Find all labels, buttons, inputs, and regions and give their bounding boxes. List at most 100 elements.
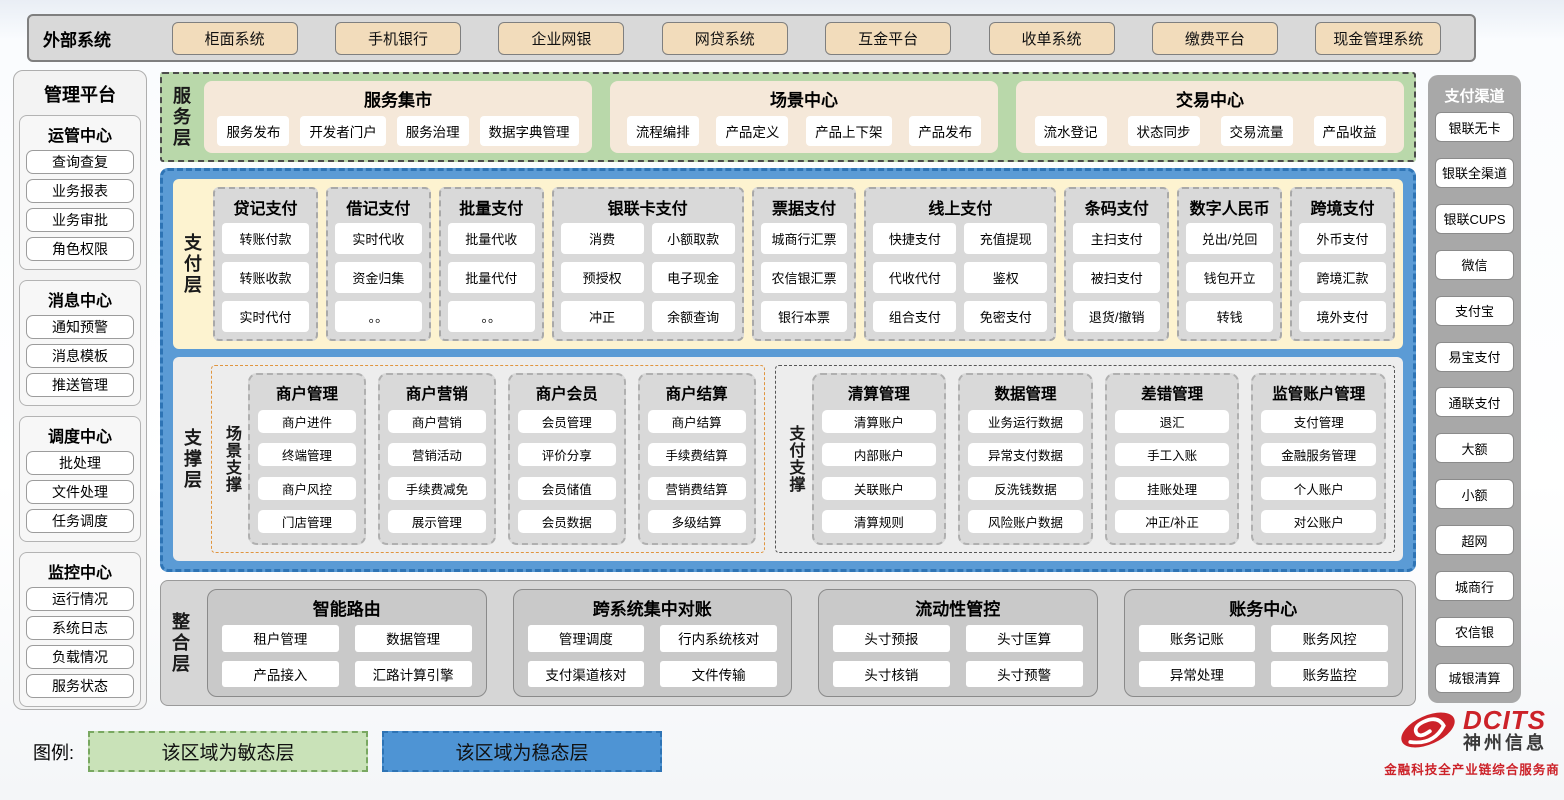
service-item-button[interactable]: 开发者门户 (300, 116, 386, 146)
mgmt-item-button[interactable]: 业务报表 (26, 179, 134, 203)
payment-item-button[interactable]: 实时代收 (334, 223, 422, 254)
payment-item-button[interactable]: 境外支付 (1299, 301, 1386, 332)
support-item-button[interactable]: 手续费结算 (647, 443, 746, 467)
support-item-button[interactable]: 营销费结算 (647, 476, 746, 500)
support-item-button[interactable]: 清算账户 (821, 410, 937, 434)
external-system-button[interactable]: 手机银行 (335, 21, 462, 55)
mgmt-item-button[interactable]: 通知预警 (26, 315, 134, 339)
payment-item-button[interactable]: 快捷支付 (873, 223, 957, 254)
channel-button[interactable]: 超网 (1435, 525, 1514, 556)
service-item-button[interactable]: 产品收益 (1313, 116, 1386, 146)
support-item-button[interactable]: 支付管理 (1261, 410, 1377, 434)
payment-item-button[interactable]: 代收代付 (873, 262, 957, 293)
payment-item-button[interactable]: 批量代付 (447, 262, 535, 293)
support-item-button[interactable]: 内部账户 (821, 443, 937, 467)
external-system-button[interactable]: 柜面系统 (171, 21, 298, 55)
support-item-button[interactable]: 手工入账 (1114, 443, 1230, 467)
support-item-button[interactable]: 商户结算 (647, 410, 746, 434)
service-item-button[interactable]: 产品定义 (716, 116, 789, 146)
payment-item-button[interactable]: 银行本票 (760, 301, 848, 332)
payment-item-button[interactable]: 转账收款 (222, 262, 309, 293)
payment-item-button[interactable]: 电子现金 (651, 262, 735, 293)
mgmt-item-button[interactable]: 文件处理 (26, 480, 134, 504)
external-system-button[interactable]: 互金平台 (825, 21, 952, 55)
channel-button[interactable]: 城银清算 (1435, 662, 1514, 693)
service-item-button[interactable]: 状态同步 (1127, 116, 1200, 146)
integration-item-button[interactable]: 支付渠道核对 (527, 660, 645, 687)
support-item-button[interactable]: 个人账户 (1261, 476, 1377, 500)
support-item-button[interactable]: 营销活动 (387, 443, 486, 467)
external-system-button[interactable]: 企业网银 (498, 21, 625, 55)
payment-item-button[interactable]: 转钱 (1186, 301, 1274, 332)
service-item-button[interactable]: 产品发布 (909, 116, 982, 146)
mgmt-item-button[interactable]: 任务调度 (26, 509, 134, 533)
support-item-button[interactable]: 商户进件 (258, 410, 356, 434)
support-item-button[interactable]: 冲正/补正 (1114, 509, 1230, 533)
support-item-button[interactable]: 商户营销 (387, 410, 486, 434)
support-item-button[interactable]: 反洗钱数据 (968, 476, 1083, 500)
mgmt-item-button[interactable]: 查询查复 (26, 150, 134, 174)
integration-item-button[interactable]: 异常处理 (1138, 660, 1256, 687)
service-item-button[interactable]: 流水登记 (1034, 116, 1107, 146)
payment-item-button[interactable]: 城商行汇票 (760, 223, 848, 254)
mgmt-item-button[interactable]: 消息模板 (26, 344, 134, 368)
integration-item-button[interactable]: 租户管理 (222, 625, 339, 652)
external-system-button[interactable]: 现金管理系统 (1315, 21, 1442, 55)
payment-item-button[interactable]: 被扫支付 (1073, 262, 1161, 293)
channel-button[interactable]: 支付宝 (1435, 295, 1514, 326)
channel-button[interactable]: 小额 (1435, 479, 1514, 510)
payment-item-button[interactable]: 农信银汇票 (760, 262, 848, 293)
channel-button[interactable]: 城商行 (1435, 571, 1514, 602)
external-system-button[interactable]: 缴费平台 (1151, 21, 1278, 55)
support-item-button[interactable]: 业务运行数据 (968, 410, 1083, 434)
support-item-button[interactable]: 商户风控 (258, 476, 356, 500)
service-item-button[interactable]: 交易流量 (1220, 116, 1293, 146)
service-item-button[interactable]: 服务发布 (217, 116, 290, 146)
payment-item-button[interactable]: 充值提现 (964, 223, 1048, 254)
payment-item-button[interactable]: 实时代付 (222, 301, 309, 332)
channel-button[interactable]: 银联全渠道 (1435, 157, 1514, 188)
integration-item-button[interactable]: 汇路计算引擎 (354, 660, 472, 687)
integration-item-button[interactable]: 数据管理 (354, 625, 472, 652)
service-item-button[interactable]: 流程编排 (626, 116, 699, 146)
support-item-button[interactable]: 异常支付数据 (968, 443, 1083, 467)
integration-item-button[interactable]: 头寸预警 (965, 660, 1083, 687)
mgmt-item-button[interactable]: 运行情况 (26, 587, 134, 611)
service-item-button[interactable]: 产品上下架 (806, 116, 892, 146)
integration-item-button[interactable]: 账务监控 (1271, 660, 1388, 687)
payment-item-button[interactable]: 消费 (560, 223, 644, 254)
payment-item-button[interactable]: 主扫支付 (1073, 223, 1161, 254)
service-item-button[interactable]: 数据字典管理 (479, 116, 579, 146)
payment-item-button[interactable]: 余额查询 (651, 301, 735, 332)
support-item-button[interactable]: 终端管理 (258, 443, 356, 467)
integration-item-button[interactable]: 管理调度 (527, 625, 645, 652)
support-item-button[interactable]: 会员管理 (517, 410, 616, 434)
payment-item-button[interactable]: 钱包开立 (1186, 262, 1274, 293)
channel-button[interactable]: 大额 (1435, 433, 1514, 464)
payment-item-button[interactable]: 鉴权 (964, 262, 1048, 293)
support-item-button[interactable]: 退汇 (1114, 410, 1230, 434)
integration-item-button[interactable]: 产品接入 (222, 660, 339, 687)
channel-button[interactable]: 银联CUPS (1435, 203, 1514, 234)
channel-button[interactable]: 银联无卡 (1435, 112, 1514, 142)
external-system-button[interactable]: 收单系统 (988, 21, 1115, 55)
integration-item-button[interactable]: 行内系统核对 (660, 625, 777, 652)
payment-item-button[interactable]: 预授权 (560, 262, 644, 293)
support-item-button[interactable]: 会员数据 (517, 509, 616, 533)
mgmt-item-button[interactable]: 角色权限 (26, 237, 134, 261)
support-item-button[interactable]: 评价分享 (517, 443, 616, 467)
support-item-button[interactable]: 会员储值 (517, 476, 616, 500)
mgmt-item-button[interactable]: 业务审批 (26, 208, 134, 232)
service-item-button[interactable]: 服务治理 (396, 116, 469, 146)
payment-item-button[interactable]: 组合支付 (873, 301, 957, 332)
support-item-button[interactable]: 挂账处理 (1114, 476, 1230, 500)
payment-item-button[interactable]: 兑出/兑回 (1186, 223, 1274, 254)
channel-button[interactable]: 易宝支付 (1435, 341, 1514, 372)
mgmt-item-button[interactable]: 负载情况 (26, 645, 134, 669)
payment-item-button[interactable]: 。。 (447, 301, 535, 332)
channel-button[interactable]: 微信 (1435, 249, 1514, 280)
support-item-button[interactable]: 门店管理 (258, 509, 356, 533)
external-system-button[interactable]: 网贷系统 (661, 21, 788, 55)
payment-item-button[interactable]: 小额取款 (651, 223, 735, 254)
support-item-button[interactable]: 金融服务管理 (1261, 443, 1377, 467)
